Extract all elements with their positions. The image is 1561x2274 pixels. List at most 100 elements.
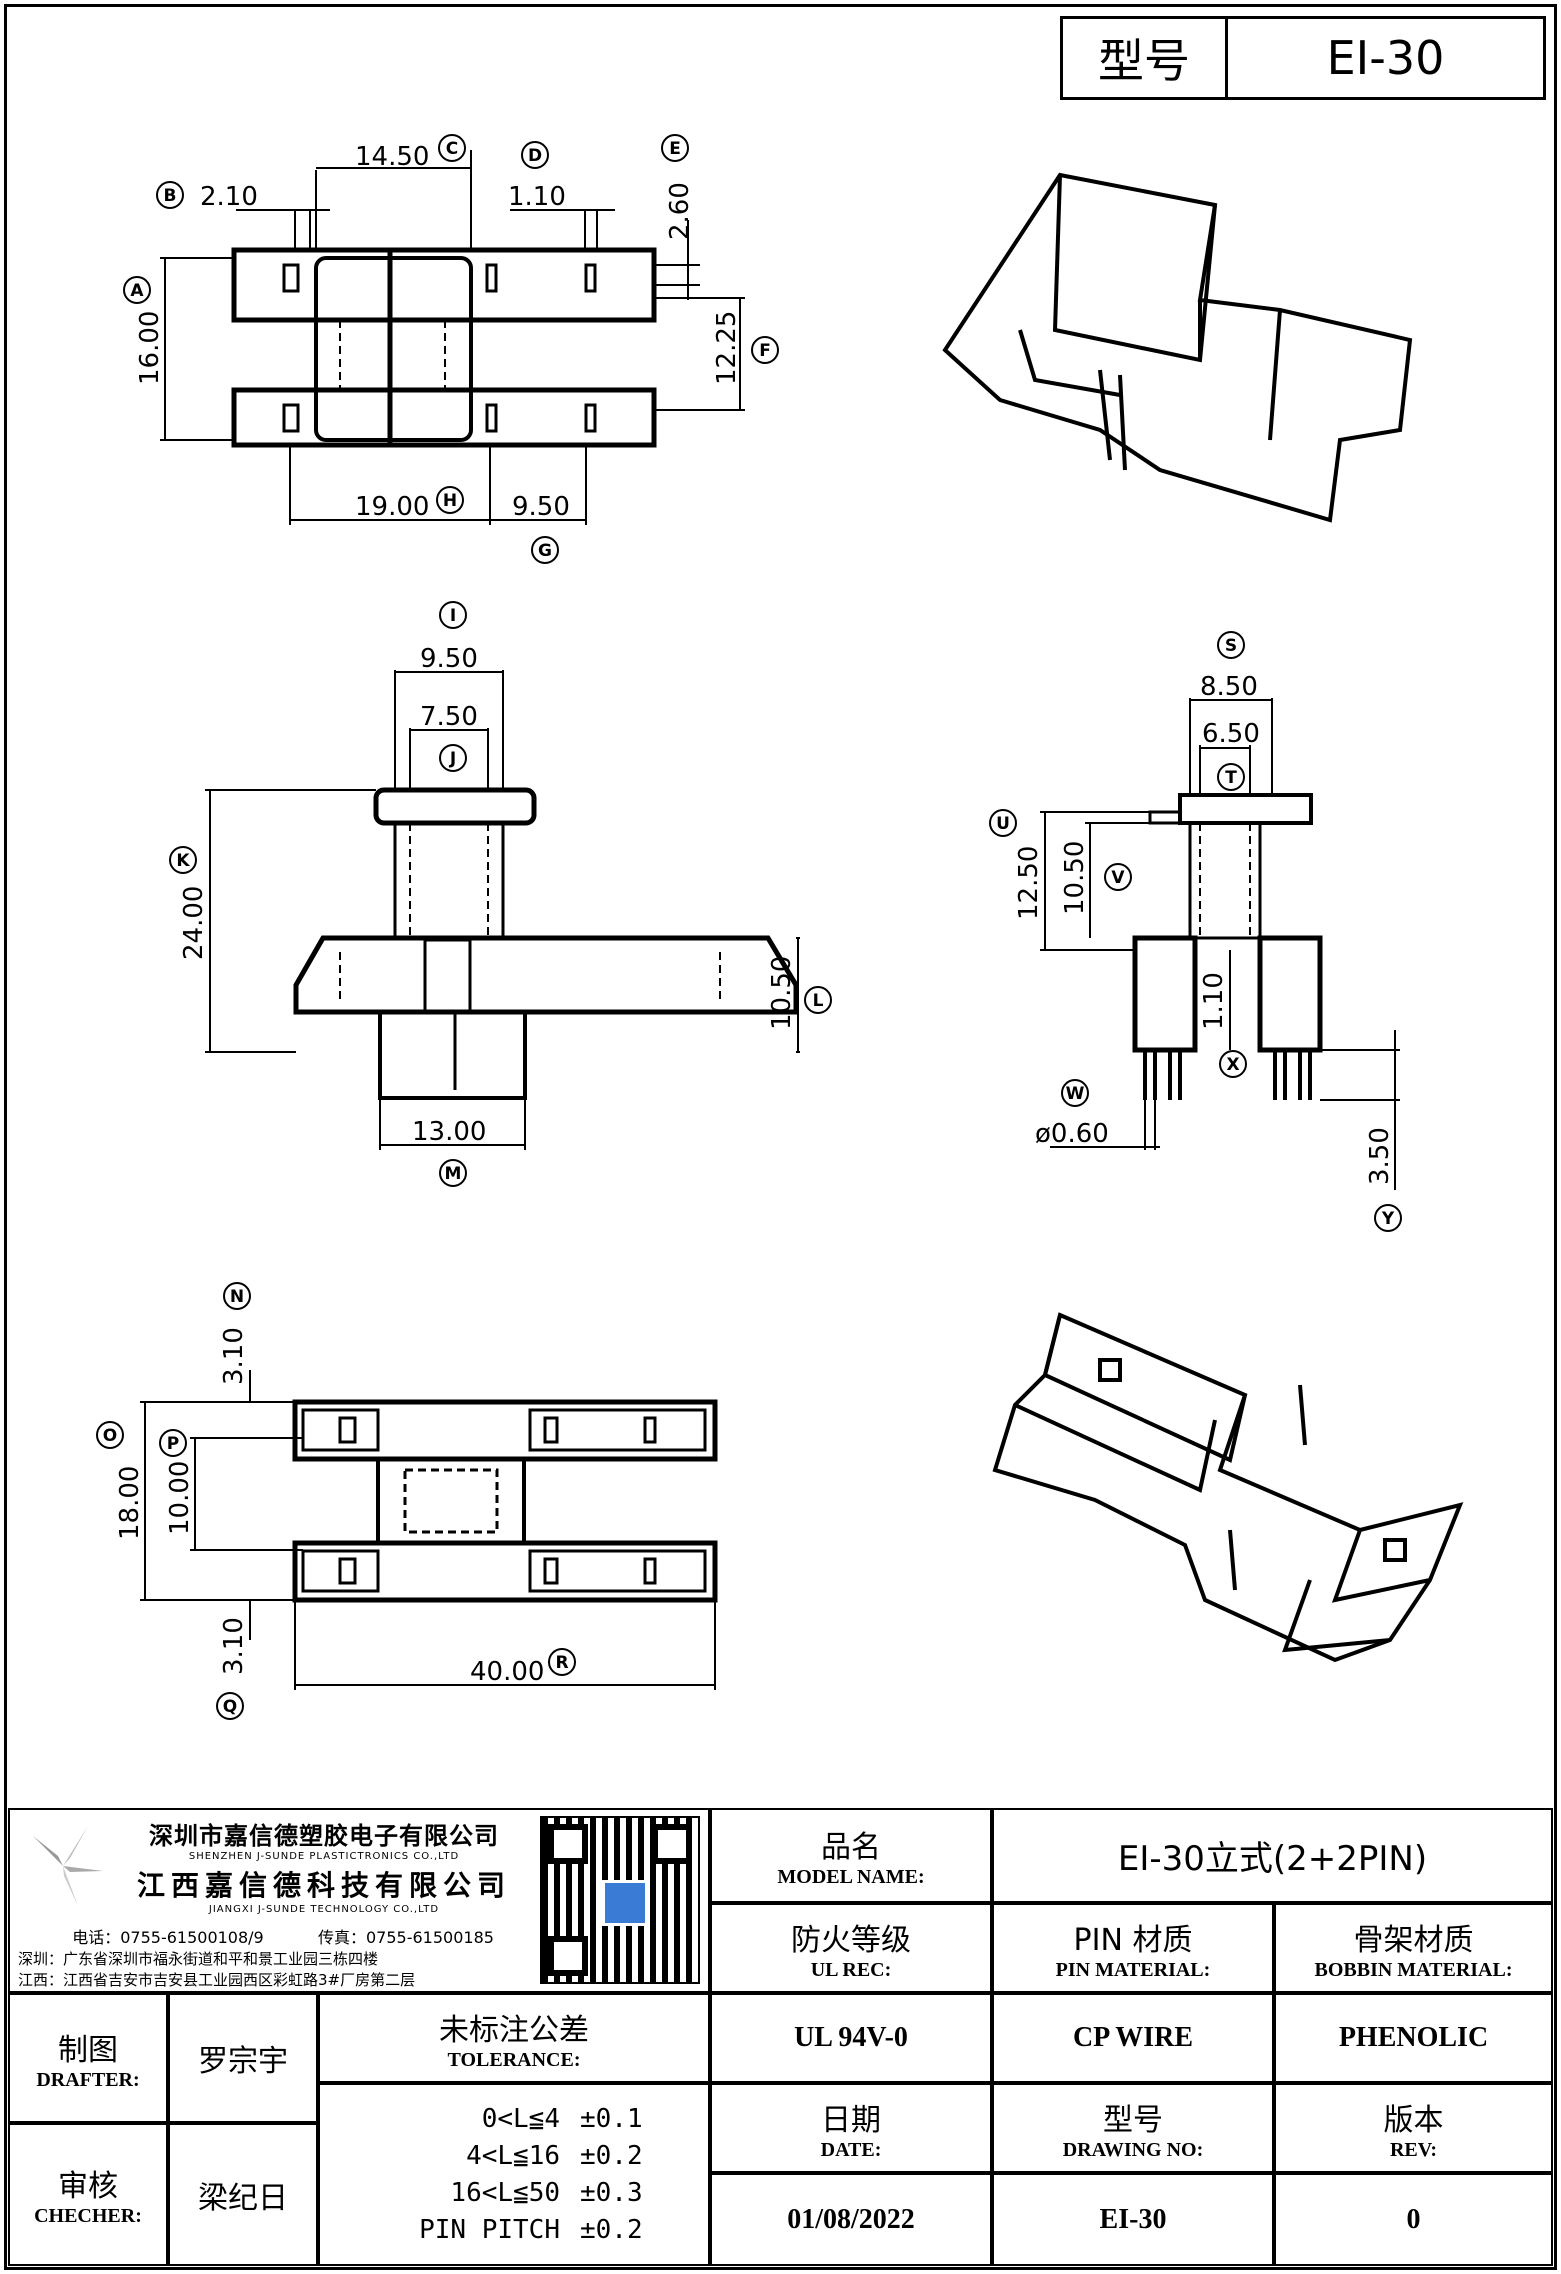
label-Y: Y (1374, 1204, 1402, 1232)
company-jx-name: 江西嘉信德科技有限公司 (136, 1869, 511, 1902)
dim-0-60: ø0.60 (1035, 1119, 1109, 1149)
label-L: L (804, 986, 832, 1014)
dim-12-25: 12.25 (712, 311, 742, 385)
company-address-jx: 江西：江西省吉安市吉安县工业园西区彩虹路3#厂房第二层 (18, 1971, 416, 1989)
model-name-label: 品名 MODEL NAME: (710, 1808, 992, 1903)
front-view-base (293, 935, 799, 1015)
svg-text:R: R (555, 1653, 568, 1673)
svg-text:J: J (449, 749, 456, 769)
drafter-value: 罗宗宇 (168, 1993, 318, 2123)
drafter-label: 制图 DRAFTER: (8, 1993, 168, 2123)
drawing-no-value: EI-30 (992, 2173, 1274, 2266)
qr-code (540, 1816, 700, 1984)
label-W: W (1061, 1079, 1089, 1107)
svg-text:K: K (176, 851, 190, 871)
dim-14-50: 14.50 (355, 142, 429, 172)
dim-18-00: 18.00 (115, 1466, 145, 1540)
drawing-frame (4, 4, 1557, 2270)
date-value: 01/08/2022 (710, 2173, 992, 2266)
label-V: V (1104, 863, 1132, 891)
label-K: K (169, 846, 197, 874)
svg-text:D: D (528, 146, 542, 166)
isometric-view-bottom (992, 1312, 1464, 1663)
dim-3-10-bottom: 3.10 (219, 1617, 249, 1675)
label-N: N (223, 1282, 251, 1310)
dim-13-00: 13.00 (412, 1117, 486, 1147)
isometric-view-top (942, 172, 1413, 523)
svg-text:X: X (1226, 1055, 1239, 1075)
label-M: M (439, 1159, 467, 1187)
label-U: U (989, 809, 1017, 837)
company-jx-name-en: JIANGXI J-SUNDE TECHNOLOGY CO.,LTD (208, 1904, 440, 1915)
dim-6-50: 6.50 (1202, 719, 1260, 749)
dim-10-00: 10.00 (165, 1461, 195, 1535)
top-view (160, 150, 745, 525)
svg-text:U: U (996, 814, 1010, 834)
front-view-stand (378, 1010, 527, 1100)
side-view-right-leg (1257, 935, 1323, 1053)
tolerance-row: PIN PITCH±0.2 (419, 2214, 643, 2245)
label-I: I (439, 601, 467, 629)
label-D: D (521, 141, 549, 169)
label-T: T (1217, 763, 1245, 791)
dim-16-00: 16.00 (135, 311, 165, 385)
callout-labels: A B C D E F G H I J K L M N O P Q R S T … (96, 134, 1402, 1720)
dim-3-10-top: 3.10 (219, 1327, 249, 1385)
tolerance-row: 4<L≦16±0.2 (466, 2140, 643, 2171)
model-header: 型号 EI-30 (1060, 16, 1546, 100)
label-P: P (159, 1429, 187, 1457)
dim-7-50: 7.50 (420, 702, 478, 732)
date-label: 日期 DATE: (710, 2083, 992, 2173)
dim-40-00: 40.00 (470, 1657, 544, 1687)
svg-text:Y: Y (1381, 1209, 1395, 1229)
dim-1-10-top: 1.10 (508, 182, 566, 212)
company-fax: 传真：0755-61500185 (318, 1928, 494, 1947)
tolerance-row: 16<L≦50±0.3 (450, 2177, 643, 2208)
side-view-left-leg (1132, 935, 1198, 1053)
dim-10-50-front: 10.50 (767, 956, 797, 1030)
top-view-core-window (314, 256, 473, 442)
model-header-label: 型号 (1063, 19, 1228, 97)
drawing-no-label: 型号 DRAWING NO: (992, 2083, 1274, 2173)
company-info: 深圳市嘉信德塑胶电子有限公司 SHENZHEN J-SUNDE PLASTICT… (8, 1808, 710, 1993)
label-C: C (438, 134, 466, 162)
rev-label: 版本 REV: (1274, 2083, 1553, 2173)
bottom-view (140, 1370, 718, 1690)
svg-text:I: I (450, 606, 456, 626)
svg-text:B: B (164, 186, 177, 206)
svg-text:Q: Q (223, 1697, 237, 1717)
tolerance-label: 未标注公差 TOLERANCE: (318, 1993, 710, 2083)
label-G: G (531, 536, 559, 564)
company-sz-name-en: SHENZHEN J-SUNDE PLASTICTRONICS CO.,LTD (188, 1851, 460, 1862)
dim-3-50: 3.50 (1365, 1127, 1395, 1185)
title-block: 深圳市嘉信德塑胶电子有限公司 SHENZHEN J-SUNDE PLASTICT… (8, 1808, 1553, 2266)
bobbin-material-value: PHENOLIC (1274, 1993, 1553, 2083)
front-view-top-flange (373, 787, 537, 826)
company-logo (18, 1816, 108, 1916)
svg-text:G: G (538, 541, 552, 561)
dim-12-50: 12.50 (1014, 846, 1044, 920)
label-J: J (439, 744, 467, 772)
label-B: B (156, 181, 184, 209)
pin-material-label: PIN 材质 PIN MATERIAL: (992, 1903, 1274, 1993)
checker-value: 梁纪日 (168, 2123, 318, 2266)
dim-2-60: 2.60 (665, 182, 695, 240)
company-sz-name: 深圳市嘉信德塑胶电子有限公司 (149, 1822, 499, 1850)
dim-10-50-side: 10.50 (1060, 841, 1090, 915)
svg-text:E: E (669, 139, 681, 159)
dim-9-50-front: 9.50 (420, 644, 478, 674)
svg-text:A: A (130, 281, 144, 301)
dim-19-00: 19.00 (355, 492, 429, 522)
svg-text:V: V (1111, 868, 1125, 888)
pin-material-value: CP WIRE (992, 1993, 1274, 2083)
svg-text:T: T (1225, 768, 1237, 788)
label-H: H (436, 486, 464, 514)
label-R: R (548, 1648, 576, 1676)
label-S: S (1217, 631, 1245, 659)
checker-label: 审核 CHECHER: (8, 2123, 168, 2266)
label-E: E (661, 134, 689, 162)
bobbin-material-label: 骨架材质 BOBBIN MATERIAL: (1274, 1903, 1553, 1993)
technical-drawing: 14.50 2.10 1.10 2.60 16.00 12.25 19.00 9… (96, 134, 1464, 1720)
dim-1-10-side: 1.10 (1199, 972, 1229, 1030)
svg-text:O: O (103, 1426, 117, 1446)
